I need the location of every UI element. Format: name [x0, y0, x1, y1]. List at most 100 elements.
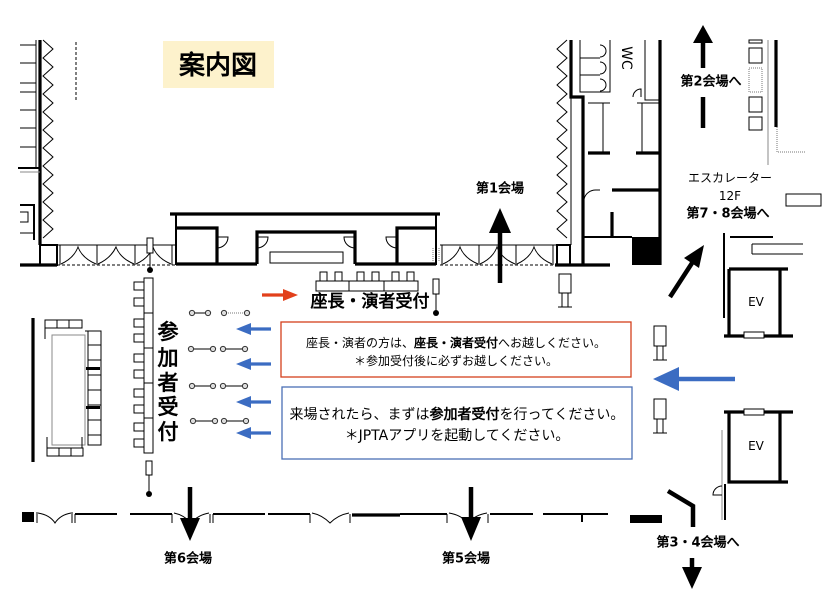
bench — [44, 319, 83, 329]
door-arc — [385, 236, 398, 249]
elevator-door — [743, 331, 765, 339]
notice-text: 来場されたら、まずは — [290, 407, 430, 423]
wall-segment — [490, 513, 608, 522]
room-wall — [176, 226, 219, 264]
hall6-direction: 第6会場 — [164, 487, 212, 567]
elevator-upper: EV — [724, 267, 793, 339]
arrow-head — [461, 517, 481, 541]
stanchion-post — [241, 382, 249, 390]
speaker-reception: 座長・演者受付 — [262, 271, 430, 312]
sign-board — [432, 278, 440, 295]
seat — [748, 47, 763, 64]
direction-line — [666, 489, 696, 527]
wall-segment — [20, 204, 35, 240]
door-arc — [216, 236, 229, 249]
door-jambs — [309, 514, 351, 523]
participant-notice: 来場されたら、まずは参加者受付を行ってください。 ＊JPTAアプリを起動してくだ… — [281, 386, 633, 460]
sign-pole — [146, 237, 154, 273]
chair — [133, 353, 145, 363]
folding-partition-right — [556, 39, 568, 239]
queue-stanchions — [187, 309, 251, 425]
hall5-direction: 第5会場 — [442, 487, 490, 567]
arrow-head — [682, 567, 702, 589]
stand-legs — [653, 419, 667, 434]
sign-stand — [558, 273, 572, 308]
escalator-floor-label: 12F — [719, 189, 741, 203]
stand-legs — [558, 293, 572, 308]
door-arc — [256, 236, 269, 249]
speaker-notice: 座長・演者の方は、座長・演者受付へお越しください。 ＊参加受付後に必ずお越しくだ… — [280, 321, 632, 378]
door-jambs — [59, 245, 173, 265]
stanchion-post — [204, 309, 212, 317]
arrow-down-icon — [180, 487, 200, 541]
label-char: 付 — [158, 420, 179, 444]
speaker-notice-line2: ＊参加受付後に必ずお越しください。 — [354, 353, 558, 368]
seat — [748, 96, 763, 113]
notice-text: 座長・演者の方は、 — [306, 335, 414, 350]
pillar-solid — [632, 237, 660, 265]
wc-stall-doors — [599, 44, 607, 92]
arrow-up-icon — [693, 25, 713, 68]
sign-pole — [145, 460, 153, 497]
wall-segment — [175, 214, 437, 265]
hall2-direction: 第2会場へ — [680, 25, 742, 128]
pole-base — [147, 267, 153, 273]
arrow-head — [236, 323, 251, 335]
escalator-label: エスカレーター — [688, 171, 772, 185]
sign-pole — [432, 278, 440, 316]
stanchion-post — [241, 345, 249, 353]
title-background — [163, 41, 274, 88]
double-door — [311, 512, 350, 524]
stanchion-post — [189, 417, 197, 425]
left-stage — [31, 318, 102, 462]
wc-stalls — [579, 40, 611, 93]
double-door — [516, 245, 553, 265]
chair — [133, 333, 145, 343]
label-char: 者 — [158, 371, 179, 395]
elevator-door — [743, 408, 765, 416]
stanchion-post — [187, 345, 195, 353]
stage-panel-lines — [88, 344, 101, 436]
arrow-left-icon — [236, 427, 271, 439]
elevator-lower: EV — [712, 408, 793, 520]
stanchion-post — [220, 417, 228, 425]
arrow-down-icon — [682, 558, 702, 589]
sign-poles — [145, 237, 440, 497]
arrow-head — [236, 427, 251, 439]
hall7-8-label: 第7・8会場へ — [686, 206, 769, 222]
elevator-wall — [727, 412, 788, 484]
elevator-wall — [727, 267, 788, 336]
hall1-direction: 第1会場 — [476, 181, 524, 283]
sign-stand — [653, 398, 667, 434]
chair — [406, 271, 415, 282]
label-char: 参 — [158, 320, 179, 344]
door-arc — [632, 88, 642, 98]
chair — [334, 271, 343, 282]
arrow-head — [236, 396, 251, 408]
pole-base — [433, 310, 439, 316]
participant-notice-line1: 来場されたら、まずは参加者受付を行ってください。 — [290, 406, 625, 423]
escalator-fixture — [785, 193, 822, 207]
hall6-label: 第6会場 — [164, 551, 212, 567]
arrow-left-icon — [236, 396, 271, 408]
participant-notice-line2: ＊JPTAアプリを起動してください。 — [345, 428, 570, 444]
door-jambs — [36, 512, 73, 523]
arrow-left-icon — [236, 358, 271, 370]
chair — [356, 271, 365, 282]
stage-marker — [86, 406, 100, 409]
arrow-down-icon — [461, 487, 481, 541]
arrow-head — [653, 367, 679, 391]
label-char: 受 — [158, 395, 179, 419]
sign-board — [146, 237, 154, 254]
stanchion-post — [219, 382, 227, 390]
table-divider — [144, 312, 153, 419]
chair — [391, 271, 400, 282]
chair — [133, 404, 145, 414]
chair — [133, 281, 145, 291]
arrow-up-icon — [489, 208, 511, 283]
wc-label: WC — [618, 46, 634, 70]
right-upper-structures — [723, 39, 822, 318]
bench-divider — [56, 320, 70, 328]
side-room-lines — [20, 44, 36, 148]
arrow-head — [489, 208, 511, 233]
